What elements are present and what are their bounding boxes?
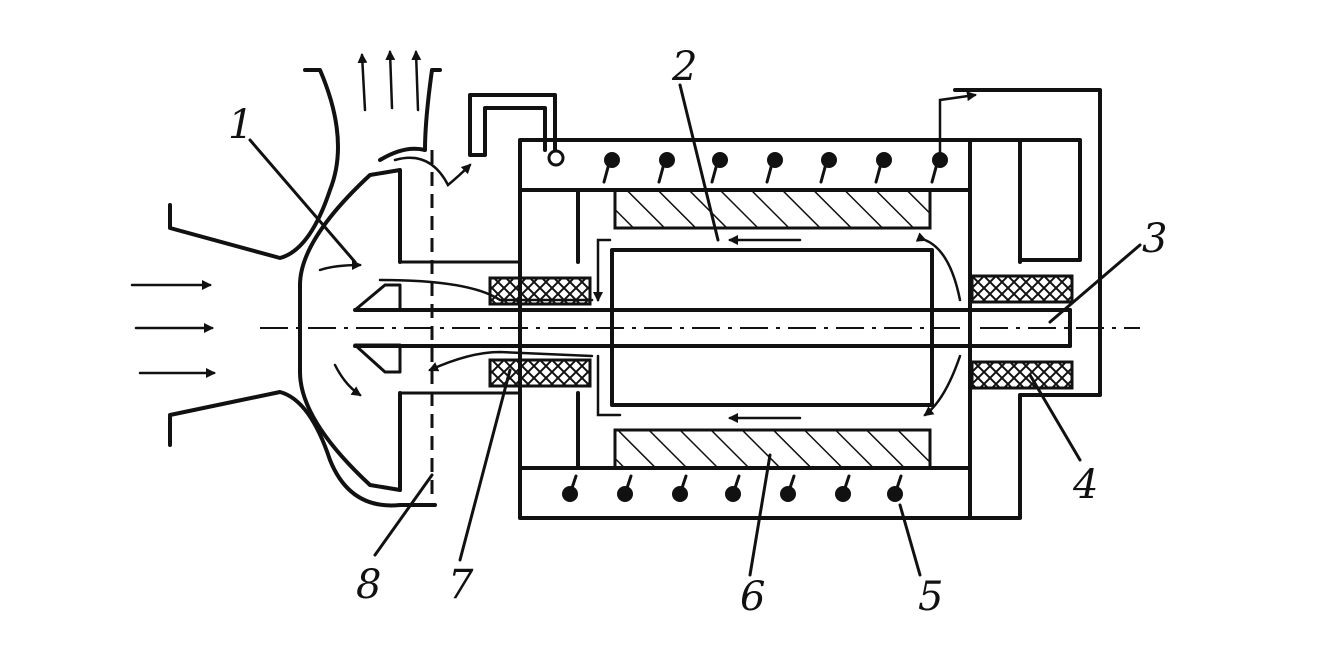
label-rotor: 2: [671, 44, 697, 90]
outflow-arrows: [357, 50, 422, 112]
coil-turn: [672, 486, 688, 502]
left-bearing-bottom: [488, 358, 592, 388]
right-bearing-top: [970, 274, 1074, 304]
right-bearing-bottom: [970, 360, 1074, 390]
coil-turn: [562, 486, 578, 502]
stator-winding-bottom: [613, 428, 932, 470]
coil-turn: [725, 486, 741, 502]
circulation-arrows: [318, 91, 977, 423]
inflow-arrows: [130, 280, 216, 378]
coil-turn: [821, 152, 837, 168]
cooling-coil-top: [602, 152, 948, 184]
label-cooling-coil: 5: [918, 574, 943, 620]
shaft: [353, 260, 1072, 395]
coolant-inlet-port: [547, 149, 565, 167]
coil-turn: [767, 152, 783, 168]
coolant-inlet-pipe: [468, 93, 557, 157]
coil-turn: [876, 152, 892, 168]
label-right-bearing: 4: [1072, 462, 1098, 508]
label-left-bearing: 7: [448, 562, 474, 608]
coil-turn: [835, 486, 851, 502]
label-shaft: 3: [1142, 216, 1167, 262]
cooling-coil-bottom: [562, 474, 903, 502]
coil-turn: [604, 152, 620, 168]
label-partition: 8: [356, 562, 381, 608]
coil-turn: [887, 486, 903, 502]
coil-turn: [617, 486, 633, 502]
stator-winding-top: [613, 188, 932, 230]
leader-lines: [248, 83, 1142, 577]
rotor: [610, 248, 934, 407]
coil-turn: [712, 152, 728, 168]
label-stator-winding: 6: [740, 574, 765, 620]
pump-housing: [168, 68, 442, 508]
coil-turn: [659, 152, 675, 168]
coil-turn: [780, 486, 796, 502]
label-impeller: 1: [228, 102, 253, 148]
